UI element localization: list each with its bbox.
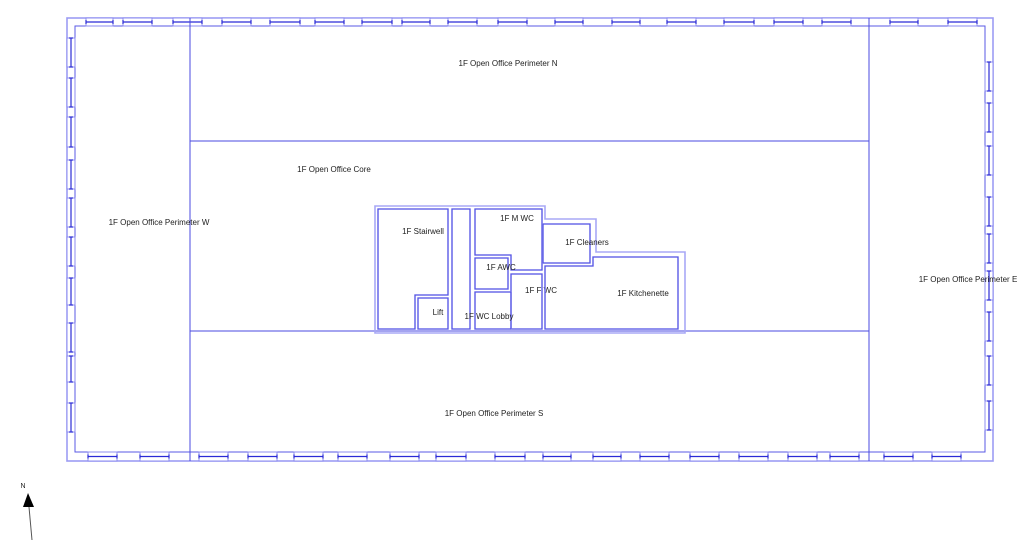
window-bottom	[435, 451, 467, 462]
room-awc[interactable]: 1F AWC	[474, 257, 516, 290]
room-cleaners[interactable]: 1F Cleaners	[542, 223, 609, 264]
north-arrow-shaft	[28, 506, 33, 541]
window-left	[66, 322, 76, 353]
window-left	[66, 402, 76, 433]
window-top	[122, 17, 153, 27]
window-bottom	[689, 451, 720, 462]
window-left	[66, 236, 76, 267]
room-label-f-wc: 1F F WC	[525, 286, 557, 295]
zone-label-perimeter-w[interactable]: 1F Open Office Perimeter W	[109, 218, 210, 227]
window-bottom	[592, 451, 622, 462]
north-arrow-icon	[23, 493, 34, 507]
window-bottom	[494, 451, 526, 462]
window-left	[66, 355, 76, 383]
room-label-cleaners: 1F Cleaners	[565, 238, 609, 247]
window-top	[611, 17, 641, 27]
window-top	[666, 17, 697, 27]
room-wc-lobby[interactable]: 1F WC Lobby	[465, 291, 514, 330]
window-top	[723, 17, 755, 27]
window-top	[361, 17, 393, 27]
window-top	[314, 17, 345, 27]
window-top	[447, 17, 478, 27]
room-stairwell[interactable]: 1F Stairwell	[377, 208, 449, 330]
room-lift[interactable]: Lift	[417, 297, 449, 330]
room-kitchenette[interactable]: 1F Kitchenette	[544, 256, 679, 330]
window-right	[984, 61, 994, 92]
window-left	[66, 197, 76, 228]
window-right	[984, 196, 994, 227]
exterior-wall-outer	[66, 17, 994, 462]
window-group	[66, 17, 994, 462]
window-bottom	[883, 451, 914, 462]
zone-label-core[interactable]: 1F Open Office Core	[297, 165, 371, 174]
window-top	[172, 17, 203, 27]
window-bottom	[139, 451, 170, 462]
room-label-kitchenette: 1F Kitchenette	[617, 289, 669, 298]
window-top	[85, 17, 114, 27]
exterior-wall-inner	[74, 25, 986, 453]
core-outline	[374, 205, 686, 334]
window-bottom	[87, 451, 118, 462]
zone-label-perimeter-n[interactable]: 1F Open Office Perimeter N	[459, 59, 558, 68]
window-left	[66, 159, 76, 190]
north-label: N	[20, 483, 25, 490]
room-label-lift: Lift	[433, 308, 444, 317]
window-right	[984, 102, 994, 133]
window-bottom	[931, 451, 962, 462]
window-top	[269, 17, 301, 27]
north-arrow: N	[20, 483, 34, 541]
window-left	[66, 116, 76, 148]
window-bottom	[738, 451, 769, 462]
window-top	[821, 17, 852, 27]
window-top	[947, 17, 978, 27]
zone-boundaries	[189, 18, 870, 461]
window-right	[984, 311, 994, 342]
window-right	[984, 400, 994, 431]
window-top	[221, 17, 252, 27]
window-top	[889, 17, 919, 27]
window-right	[984, 145, 994, 176]
window-bottom	[337, 451, 368, 462]
window-left	[66, 77, 76, 108]
room-label-wc-lobby: 1F WC Lobby	[465, 312, 514, 321]
window-bottom	[542, 451, 572, 462]
building-walls	[66, 17, 994, 462]
window-bottom	[787, 451, 818, 462]
room-label-stairwell: 1F Stairwell	[402, 227, 444, 236]
room-label-awc: 1F AWC	[486, 263, 516, 272]
zone-label-perimeter-s[interactable]: 1F Open Office Perimeter S	[445, 409, 544, 418]
room-f-wc[interactable]: 1F F WC	[510, 273, 557, 330]
room-m-wc[interactable]: 1F M WC	[474, 208, 543, 271]
room-riser[interactable]	[451, 208, 471, 330]
window-bottom	[247, 451, 278, 462]
window-left	[66, 277, 76, 306]
window-left	[66, 37, 76, 68]
window-right	[984, 233, 994, 264]
window-bottom	[198, 451, 229, 462]
window-bottom	[639, 451, 670, 462]
window-bottom	[293, 451, 324, 462]
window-top	[497, 17, 528, 27]
zone-label-perimeter-e[interactable]: 1F Open Office Perimeter E	[919, 275, 1018, 284]
window-bottom	[389, 451, 420, 462]
window-bottom	[829, 451, 860, 462]
window-top	[554, 17, 584, 27]
window-top	[401, 17, 431, 27]
window-top	[773, 17, 804, 27]
window-right	[984, 355, 994, 386]
room-label-m-wc: 1F M WC	[500, 214, 534, 223]
zone-labels: 1F Open Office Perimeter N 1F Open Office…	[109, 59, 1018, 418]
window-right	[984, 270, 994, 301]
